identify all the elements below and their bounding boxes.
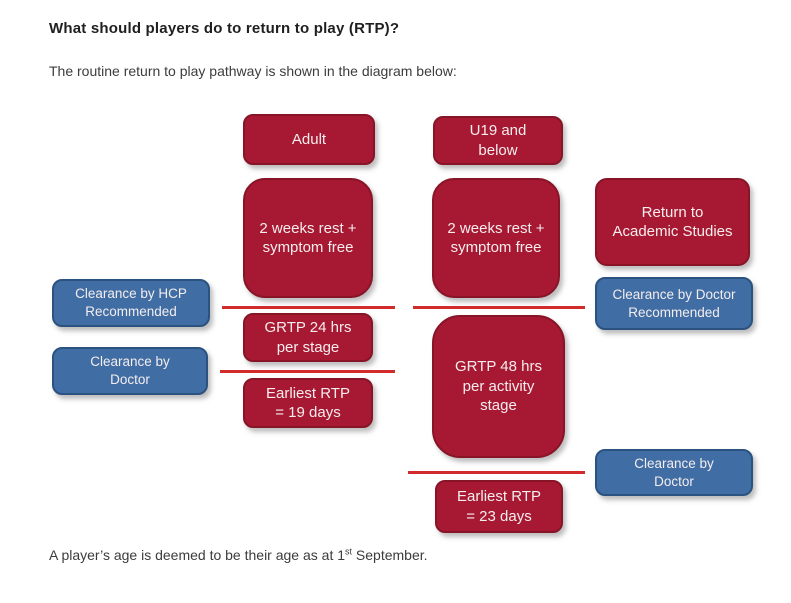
adult-connector-line-lower <box>220 370 395 373</box>
u19-branch-header-box: U19 and below <box>433 116 563 165</box>
u19-rest-box: 2 weeks rest + symptom free <box>432 178 560 298</box>
u19-clearance-doctor-box: Clearance by Doctor <box>595 449 753 496</box>
adult-branch-header-box: Adult <box>243 114 375 165</box>
adult-earliest-rtp-box: Earliest RTP = 19 days <box>243 378 373 428</box>
u19-grtp-box: GRTP 48 hrs per activity stage <box>432 315 565 458</box>
u19-clearance-doctor-recommended-box: Clearance by Doctor Recommended <box>595 277 753 330</box>
page-title: What should players do to return to play… <box>49 20 400 37</box>
footnote: A player’s age is deemed to be their age… <box>49 547 428 563</box>
u19-earliest-rtp-box: Earliest RTP = 23 days <box>435 480 563 533</box>
u19-connector-line-upper <box>413 306 585 309</box>
footnote-text-end: September. <box>352 547 428 563</box>
intro-text: The routine return to play pathway is sh… <box>49 63 457 79</box>
adult-connector-line-upper <box>222 306 395 309</box>
footnote-text: A player’s age is deemed to be their age… <box>49 547 346 563</box>
footnote-superscript: st <box>345 546 353 557</box>
adult-clearance-doctor-box: Clearance by Doctor <box>52 347 208 395</box>
adult-clearance-hcp-box: Clearance by HCP Recommended <box>52 279 210 327</box>
adult-rest-box: 2 weeks rest + symptom free <box>243 178 373 298</box>
adult-grtp-box: GRTP 24 hrs per stage <box>243 313 373 362</box>
u19-return-academic-box: Return to Academic Studies <box>595 178 750 266</box>
u19-connector-line-lower <box>408 471 585 474</box>
